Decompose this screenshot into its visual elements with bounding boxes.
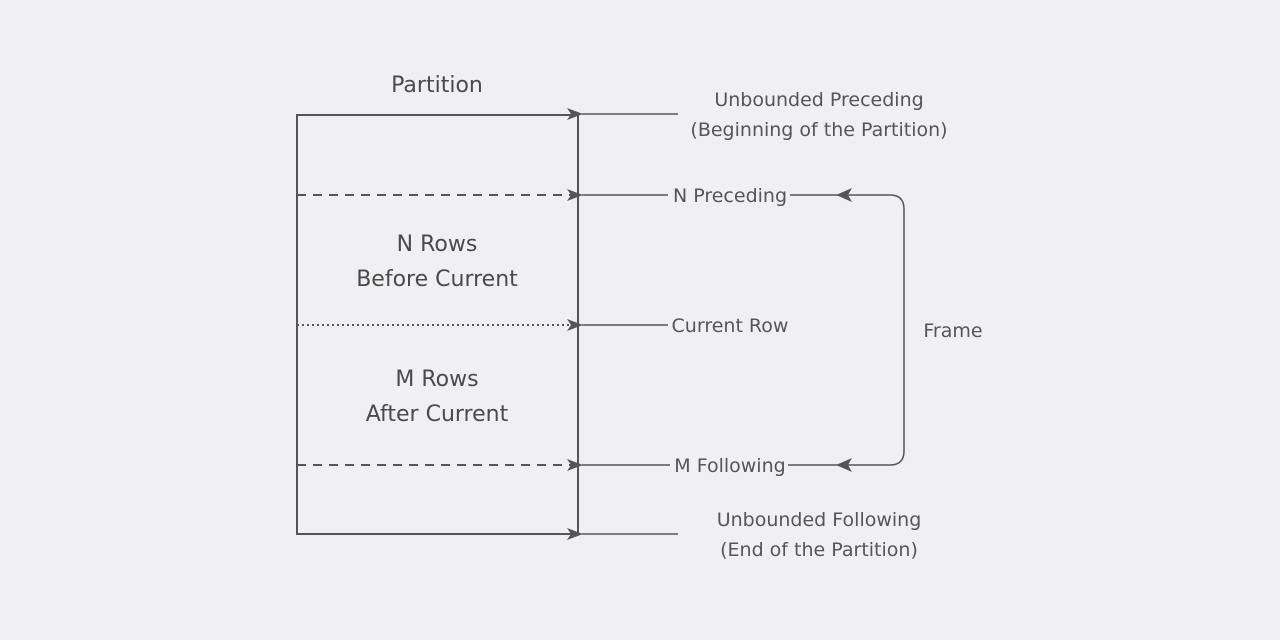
end-of-partition-label: (End of the Partition)	[720, 539, 918, 561]
m-following-label: M Following	[674, 455, 785, 477]
unbounded-preceding-label: Unbounded Preceding	[714, 89, 923, 111]
frame-bracket	[788, 194, 905, 466]
after-current-label: After Current	[366, 402, 509, 427]
partition-title: Partition	[391, 73, 483, 98]
m-rows-label: M Rows	[395, 367, 478, 392]
current-row-label: Current Row	[672, 315, 789, 337]
frame-top-arrowhead	[836, 188, 852, 202]
n-preceding-label: N Preceding	[673, 185, 787, 207]
before-current-label: Before Current	[356, 267, 518, 292]
frame-label: Frame	[923, 320, 982, 342]
beginning-of-partition-label: (Beginning of the Partition)	[690, 119, 947, 141]
unbounded-following-label: Unbounded Following	[717, 509, 922, 531]
frame-bottom-arrowhead	[836, 458, 852, 472]
n-rows-label: N Rows	[397, 232, 478, 257]
